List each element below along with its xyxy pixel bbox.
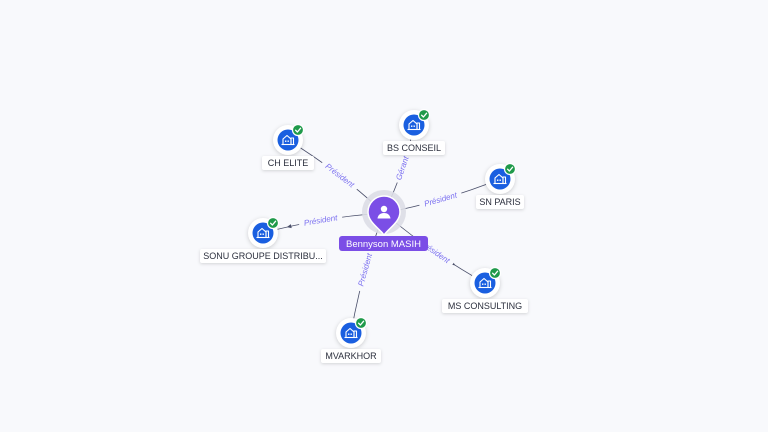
- company-node-core[interactable]: [277, 129, 299, 151]
- company-node-core[interactable]: [489, 168, 511, 190]
- company-node-core[interactable]: [474, 272, 496, 294]
- company-label-background: [200, 249, 326, 263]
- company-node-core[interactable]: [340, 322, 362, 344]
- edge-role-text: Président: [356, 252, 374, 288]
- center-person-name[interactable]: Bennyson MASIH: [346, 239, 421, 250]
- verified-check-icon: [488, 266, 502, 280]
- company-label-background: [383, 141, 445, 155]
- verified-check-icon: [354, 316, 368, 330]
- edge-role-label: Président: [320, 157, 361, 192]
- edge-role-label: Président: [298, 211, 343, 228]
- company-node-ms-consulting[interactable]: MS CONSULTING: [442, 266, 528, 314]
- edge-role-label: Président: [354, 247, 375, 292]
- edge-role-text: Président: [423, 190, 459, 208]
- building-icon: [478, 277, 492, 289]
- building-icon: [407, 119, 421, 131]
- edge-role-text: Président: [303, 213, 339, 228]
- verified-check-icon: [417, 108, 431, 122]
- edge-arrow-icon: [286, 224, 292, 229]
- company-name[interactable]: CH ELITE: [268, 158, 309, 168]
- company-name[interactable]: SONU GROUPE DISTRIBU...: [203, 251, 323, 261]
- verified-check-icon: [266, 216, 280, 230]
- nodes-layer: CH ELITE BS CONSEIL SN PARIS SONU GROUPE DI…: [200, 108, 528, 364]
- company-node-ch-elite[interactable]: CH ELITE: [262, 123, 314, 171]
- company-node-mvarkhor[interactable]: MVARKHOR: [321, 316, 381, 364]
- person-icon: [377, 205, 391, 219]
- center-label-background: [339, 236, 428, 251]
- edge-role-label-background: [392, 152, 411, 184]
- verified-check-icon: [503, 162, 517, 176]
- company-name[interactable]: MS CONSULTING: [448, 301, 522, 311]
- company-label-background: [262, 156, 314, 170]
- company-label-background: [321, 349, 381, 363]
- center-node[interactable]: Bennyson MASIH: [339, 190, 428, 251]
- edge-role-label: Président: [418, 188, 463, 209]
- edge-role-label: Gérant: [392, 152, 411, 184]
- company-node-core[interactable]: [403, 114, 425, 136]
- building-icon: [281, 134, 295, 146]
- edge-role-text: Président: [324, 162, 357, 190]
- edge-role-label-background: [354, 247, 375, 292]
- building-icon: [256, 227, 270, 239]
- company-label-background: [476, 195, 524, 209]
- company-name[interactable]: BS CONSEIL: [387, 143, 441, 153]
- company-node-sonu-groupe[interactable]: SONU GROUPE DISTRIBU...: [200, 216, 326, 264]
- company-node-bs-conseil[interactable]: BS CONSEIL: [383, 108, 445, 156]
- company-node-core[interactable]: [252, 222, 274, 244]
- company-label-background: [442, 299, 528, 313]
- company-name[interactable]: MVARKHOR: [325, 351, 377, 361]
- building-icon: [344, 327, 358, 339]
- building-icon: [493, 173, 507, 185]
- verified-check-icon: [291, 123, 305, 137]
- edge-role-label-background: [418, 188, 463, 209]
- company-node-sn-paris[interactable]: SN PARIS: [476, 162, 524, 210]
- company-name[interactable]: SN PARIS: [479, 197, 520, 207]
- edge-role-label-background: [320, 157, 361, 192]
- edge-role-label-background: [298, 211, 343, 228]
